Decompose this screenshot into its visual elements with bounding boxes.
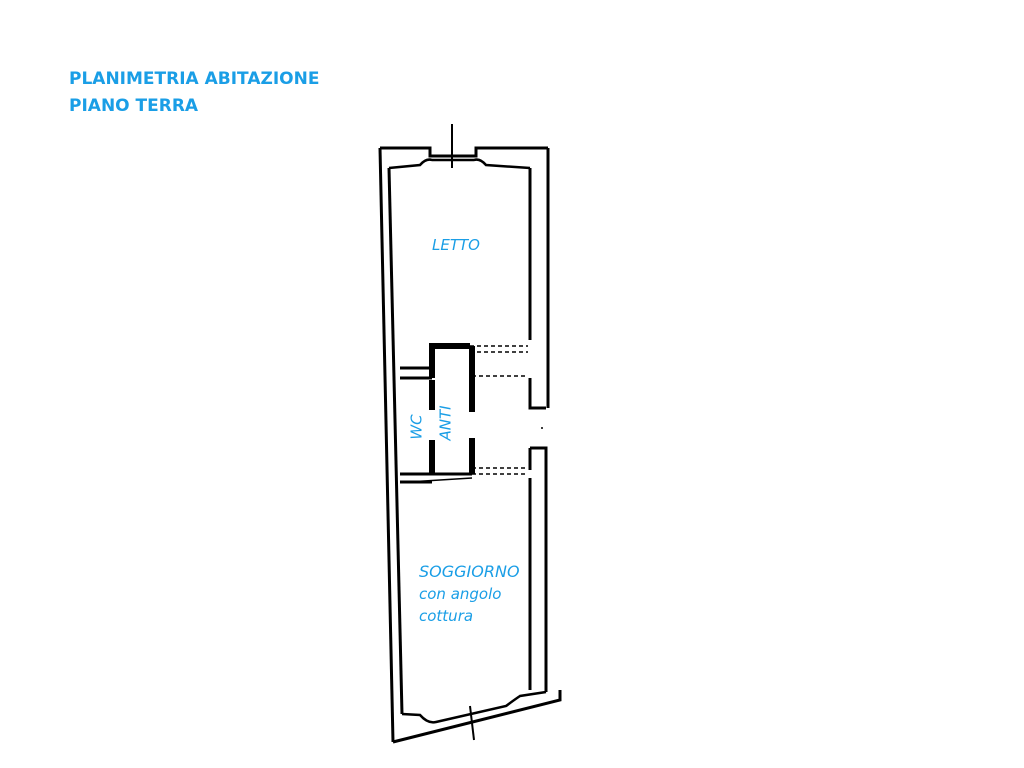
plan-title: PLANIMETRIA ABITAZIONE PIANO TERRA [69, 66, 319, 120]
room-label-anti: ANTI [436, 405, 455, 441]
top-wall [380, 146, 548, 158]
soggiorno-line3: cottura [419, 607, 474, 625]
room-label-soggiorno: SOGGIORNO con angolo cottura [419, 561, 520, 627]
bottom-window [469, 705, 475, 741]
outer-wall-right-lower [530, 446, 548, 692]
room-label-wc: WC [407, 414, 426, 440]
room-label-letto: LETTO [432, 236, 480, 254]
outer-wall-left [378, 147, 395, 743]
wc-walls [429, 343, 470, 378]
soggiorno-line2: con angolo [419, 585, 502, 603]
bottom-wall [392, 690, 562, 744]
plan-title-line2: PIANO TERRA [69, 96, 199, 116]
plan-title-line1: PLANIMETRIA ABITAZIONE [69, 69, 320, 89]
soggiorno-line1: SOGGIORNO [419, 562, 520, 581]
